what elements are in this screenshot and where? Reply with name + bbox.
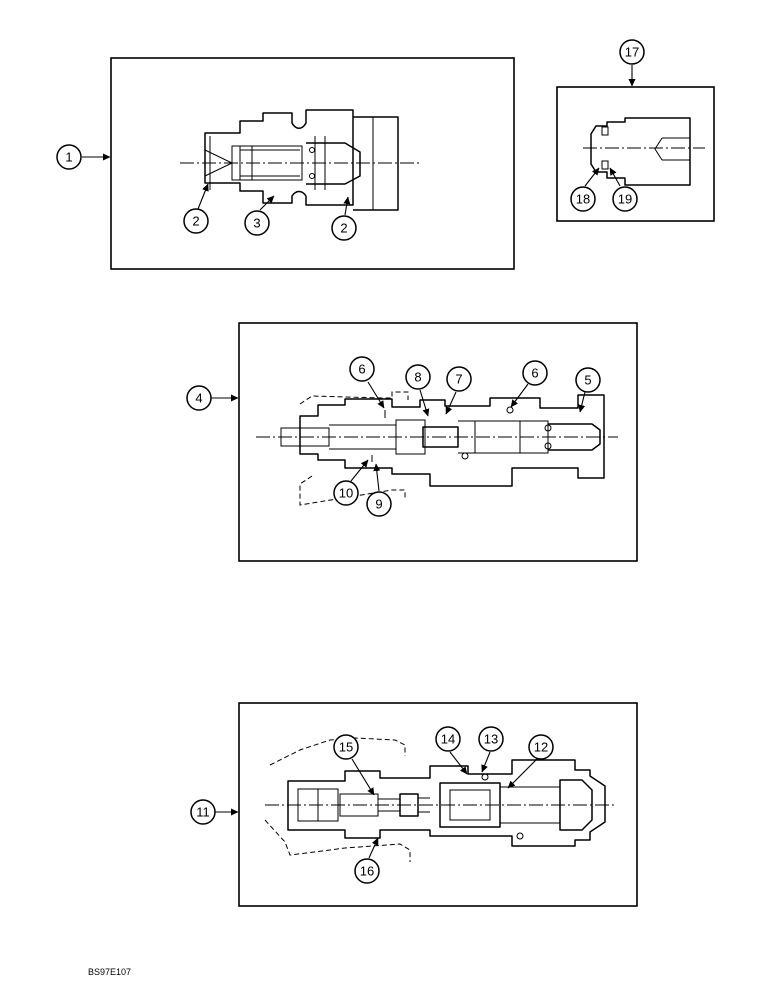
callout-3: 3 — [244, 210, 270, 236]
callout-19: 19 — [612, 186, 638, 212]
relief-valve-drawing — [180, 109, 420, 211]
panel-frame — [238, 322, 638, 562]
svg-text:4: 4 — [195, 391, 202, 406]
svg-text:9: 9 — [375, 497, 382, 512]
callout-18: 18 — [570, 186, 596, 212]
svg-text:18: 18 — [576, 192, 590, 207]
callout-14: 14 — [435, 726, 461, 752]
svg-text:7: 7 — [455, 372, 462, 387]
callout-2-second: 2 — [331, 215, 357, 241]
panel-frame — [556, 86, 715, 222]
svg-text:10: 10 — [339, 486, 353, 501]
panel-plug — [556, 86, 715, 222]
plug-drawing — [583, 117, 705, 186]
svg-text:19: 19 — [618, 192, 632, 207]
svg-text:2: 2 — [340, 221, 347, 236]
panel-relief-valve — [110, 57, 515, 270]
svg-text:3: 3 — [253, 216, 260, 231]
svg-text:13: 13 — [484, 732, 498, 747]
check-valve-drawing — [264, 737, 615, 862]
callout-15: 15 — [333, 734, 359, 760]
figure-code: BS97E107 — [88, 967, 131, 977]
callout-6: 6 — [349, 356, 375, 382]
svg-text:12: 12 — [534, 740, 548, 755]
callout-4: 4 — [186, 385, 212, 411]
spool-assembly-drawing — [256, 391, 618, 506]
callout-12: 12 — [528, 734, 554, 760]
callout-11: 11 — [190, 799, 216, 825]
svg-text:11: 11 — [196, 805, 210, 820]
callout-6-second: 6 — [522, 360, 548, 386]
callout-1: 1 — [56, 144, 82, 170]
svg-text:8: 8 — [414, 370, 421, 385]
svg-text:17: 17 — [625, 45, 639, 60]
svg-text:15: 15 — [339, 740, 353, 755]
callout-17: 17 — [619, 39, 645, 65]
svg-text:14: 14 — [441, 732, 455, 747]
svg-text:2: 2 — [192, 214, 199, 229]
leader-lines — [82, 65, 636, 859]
panel-spool-assembly — [238, 322, 638, 562]
panel-frame — [238, 702, 638, 907]
callout-2: 2 — [183, 208, 209, 234]
panel-check-valve — [238, 702, 638, 907]
svg-text:1: 1 — [65, 150, 72, 165]
callout-10: 10 — [333, 480, 359, 506]
svg-text:6: 6 — [358, 362, 365, 377]
svg-text:16: 16 — [360, 864, 374, 879]
callout-5: 5 — [575, 367, 601, 393]
callout-8: 8 — [405, 364, 431, 390]
svg-text:5: 5 — [584, 373, 591, 388]
panel-frame — [110, 57, 515, 270]
svg-text:6: 6 — [531, 366, 538, 381]
callout-13: 13 — [478, 726, 504, 752]
callout-7: 7 — [446, 366, 472, 392]
callout-9: 9 — [366, 491, 392, 517]
callout-16: 16 — [354, 858, 380, 884]
